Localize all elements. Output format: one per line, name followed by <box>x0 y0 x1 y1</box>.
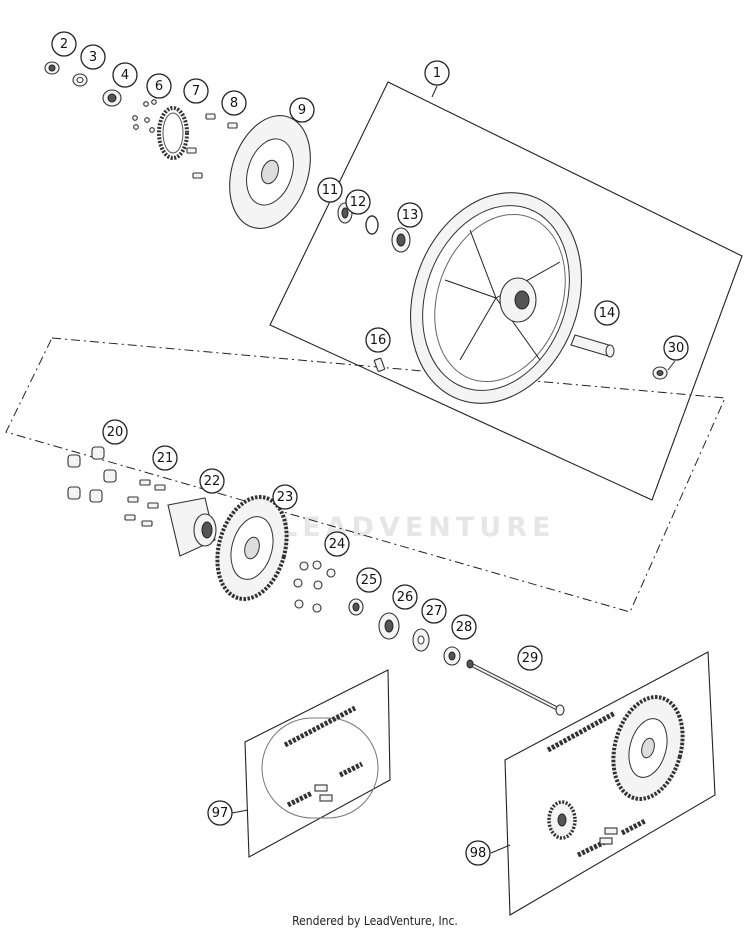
spacer-part-4 <box>102 89 122 107</box>
callout-label: 2 <box>60 37 68 52</box>
callout-label: 22 <box>204 474 221 489</box>
callout-9: 9 <box>289 97 315 123</box>
callout-label: 25 <box>361 573 378 588</box>
callout-label: 98 <box>470 846 487 861</box>
callout-label: 24 <box>329 537 346 552</box>
callout-28: 28 <box>451 614 477 640</box>
valve-part-16 <box>373 357 386 372</box>
callout-29: 29 <box>517 645 543 671</box>
callout-26: 26 <box>392 584 418 610</box>
leader-30 <box>667 360 676 371</box>
callout-6: 6 <box>146 73 172 99</box>
callout-label: 7 <box>192 84 200 99</box>
callout-4: 4 <box>112 62 138 88</box>
spacer-tube-part-14 <box>570 334 615 358</box>
callout-2: 2 <box>51 31 77 57</box>
callout-98: 98 <box>465 840 491 866</box>
chain-kit-97 <box>261 705 379 819</box>
cush-drive-rubbers-part-20 <box>67 446 117 503</box>
nuts-part-24 <box>293 560 336 613</box>
leader-97 <box>231 809 249 814</box>
callout-8: 8 <box>221 90 247 116</box>
callout-22: 22 <box>199 468 225 494</box>
axle-part-29 <box>466 659 565 716</box>
watermark: LEADVENTURE <box>280 512 556 543</box>
leader-98 <box>490 844 511 854</box>
sprocket-carrier-part-22 <box>167 497 217 557</box>
callout-21: 21 <box>152 445 178 471</box>
spacer-part-30 <box>652 366 668 380</box>
callout-30: 30 <box>663 335 689 361</box>
spacer-part-25 <box>348 598 364 616</box>
callout-label: 20 <box>107 425 124 440</box>
callout-label: 21 <box>157 451 174 466</box>
nut-part-28 <box>443 646 461 666</box>
callout-23: 23 <box>272 484 298 510</box>
callout-97: 97 <box>207 800 233 826</box>
callout-label: 26 <box>397 590 414 605</box>
callout-24: 24 <box>324 531 350 557</box>
callout-label: 3 <box>89 50 97 65</box>
rear-sprocket-part-23 <box>215 495 289 601</box>
screws-part-6 <box>132 99 157 133</box>
callout-11: 11 <box>317 177 343 203</box>
bearing-part-13 <box>391 227 411 253</box>
callout-14: 14 <box>594 300 620 326</box>
chain-kit-98 <box>546 695 685 858</box>
bolts-part-8 <box>186 113 238 179</box>
callout-label: 1 <box>433 66 441 81</box>
callout-27: 27 <box>421 598 447 624</box>
washer-part-27 <box>412 628 430 652</box>
callout-25: 25 <box>356 567 382 593</box>
callout-label: 9 <box>298 103 306 118</box>
brake-disc-part-9 <box>229 115 311 229</box>
callout-label: 11 <box>322 183 339 198</box>
sprocket-carrier-part-7 <box>157 106 189 160</box>
callout-1: 1 <box>424 60 450 86</box>
bolts-part-21 <box>124 479 166 527</box>
callout-label: 23 <box>277 490 294 505</box>
callout-label: 27 <box>426 604 443 619</box>
callout-13: 13 <box>397 202 423 228</box>
callout-label: 30 <box>668 341 685 356</box>
washer-part-3 <box>72 73 88 87</box>
circlip-part-12 <box>365 215 379 235</box>
callout-label: 4 <box>121 68 129 83</box>
callout-16: 16 <box>365 327 391 353</box>
nut-part-2 <box>44 61 60 75</box>
callout-7: 7 <box>183 78 209 104</box>
callout-label: 13 <box>402 208 419 223</box>
callout-label: 97 <box>212 806 229 821</box>
wheel-assembly-frame <box>269 81 743 501</box>
callout-label: 16 <box>370 333 387 348</box>
callout-label: 29 <box>522 651 539 666</box>
render-credit: Rendered by LeadVenture, Inc. <box>292 914 458 928</box>
bearing-part-26 <box>378 612 400 640</box>
callout-20: 20 <box>102 419 128 445</box>
callout-label: 12 <box>350 195 367 210</box>
chain-kit-97-frame <box>244 669 391 858</box>
chain-kit-98-frame <box>504 651 716 916</box>
callout-label: 28 <box>456 620 473 635</box>
callout-label: 8 <box>230 96 238 111</box>
callout-label: 6 <box>155 79 163 94</box>
leader-1 <box>431 85 438 98</box>
callout-label: 14 <box>599 306 616 321</box>
callout-3: 3 <box>80 44 106 70</box>
callout-12: 12 <box>345 189 371 215</box>
wheel-rim <box>409 192 583 404</box>
